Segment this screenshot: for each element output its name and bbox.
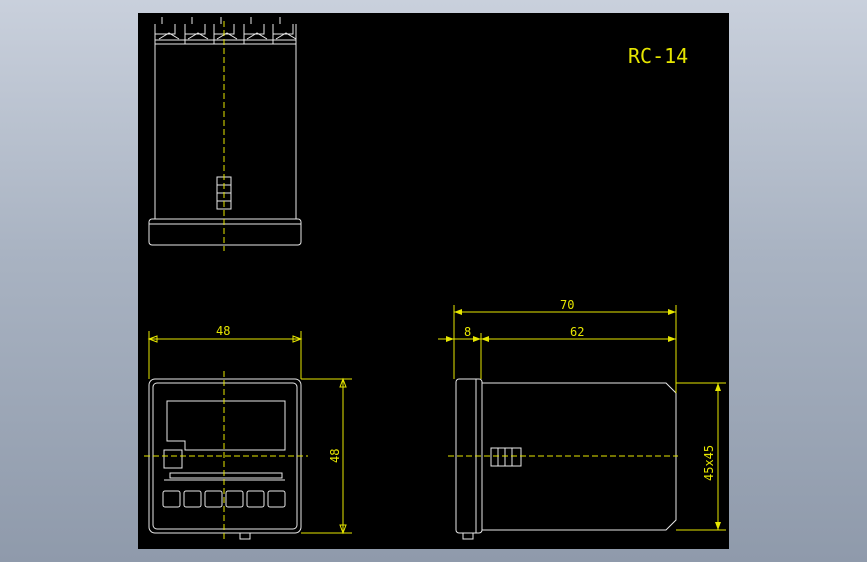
side-section-label: 45x45 [702,445,716,481]
drawing-svg: RC-14 48 48 70 8 62 45x45 [144,17,726,541]
side-overall-label: 70 [560,298,574,312]
front-height-label: 48 [328,449,342,463]
side-dimensions [438,305,726,531]
cad-drawing-canvas[interactable]: RC-14 48 48 70 8 62 45x45 [138,13,729,549]
top-view [148,17,302,251]
front-view [144,371,308,541]
side-view [448,378,678,540]
side-bezel-label: 8 [464,325,471,339]
drawing-title: RC-14 [628,44,688,68]
front-width-label: 48 [216,324,230,338]
front-dimensions [147,331,352,535]
side-body-label: 62 [570,325,584,339]
terminal-fins [154,17,297,45]
